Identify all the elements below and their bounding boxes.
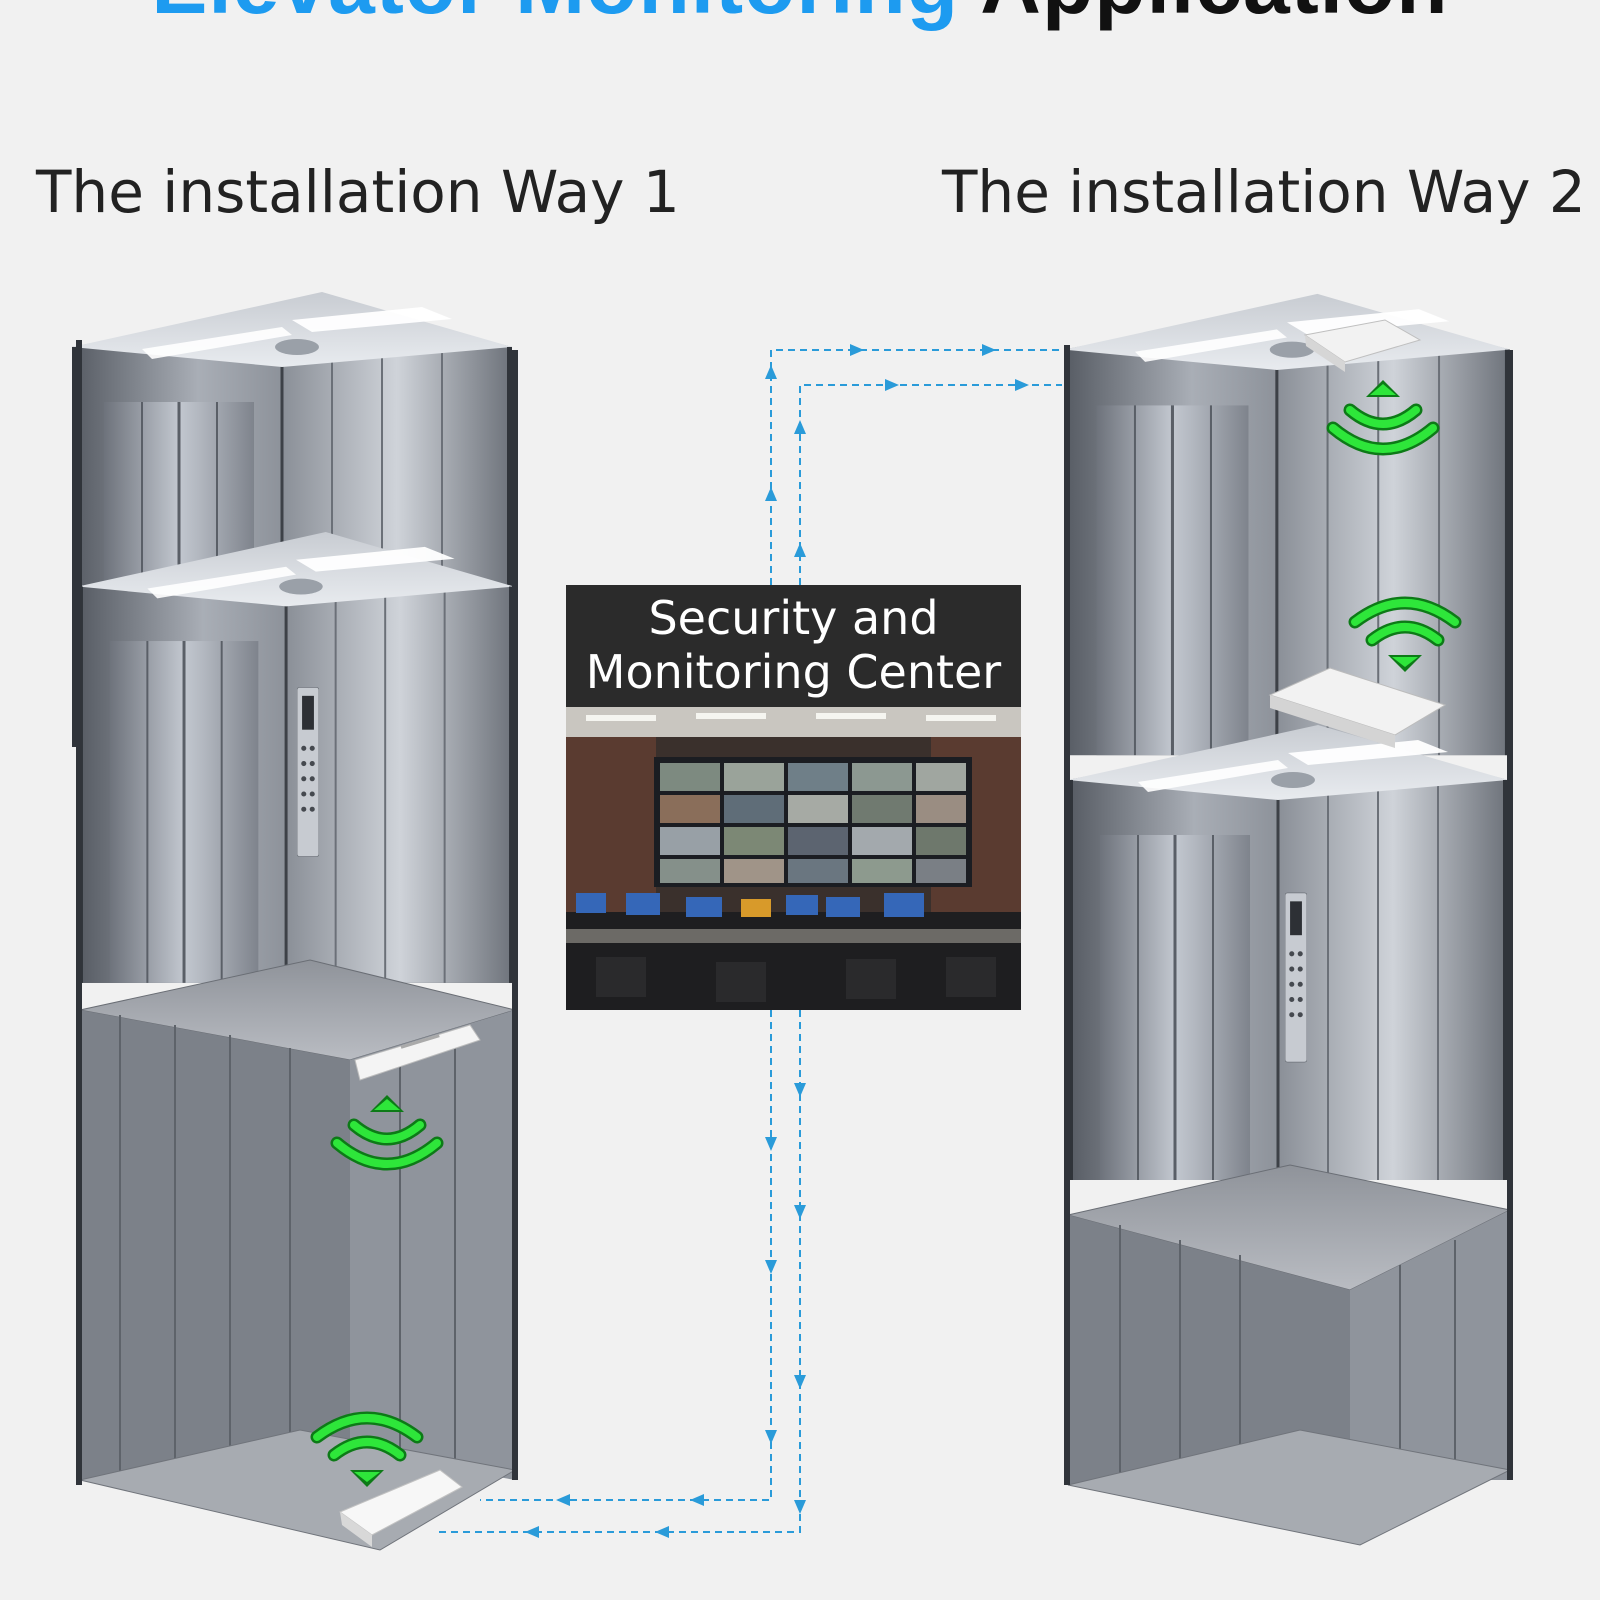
title-highlight: Elevator Monitoring — [151, 0, 959, 31]
flow-arrow-icon — [765, 365, 777, 379]
control-panel-right — [1285, 892, 1307, 1063]
installation-way-2-label: The installation Way 2 — [942, 158, 1586, 226]
monitoring-center-title-line2: Monitoring Center — [585, 645, 1002, 699]
flow-arrow-icon — [765, 1137, 777, 1151]
flow-arrow-icon — [765, 1430, 777, 1444]
link-line-inner-left — [435, 1010, 801, 1533]
flow-arrow-icon — [655, 1526, 669, 1538]
link-line-inner-right — [799, 384, 1062, 585]
monitoring-center-panel: Security and Monitoring Center — [566, 585, 1021, 1010]
monitoring-center-title-line1: Security and — [648, 591, 939, 645]
network-links — [435, 349, 1062, 1533]
flow-arrow-icon — [765, 487, 777, 501]
title-rest: Application — [980, 0, 1448, 31]
flow-arrow-icon — [765, 1260, 777, 1274]
router-device-under-cabin — [354, 1024, 481, 1081]
video-wall — [660, 763, 966, 883]
flow-arrow-icon — [525, 1526, 539, 1538]
flow-arrow-icon — [794, 420, 806, 434]
control-room-image — [566, 707, 1021, 1010]
monitoring-center-title: Security and Monitoring Center — [566, 591, 1021, 699]
flow-arrow-icon — [794, 1205, 806, 1219]
right-elevator-shaft — [1062, 292, 1513, 1546]
router-device-pit — [338, 1469, 463, 1547]
flow-arrow-icon — [690, 1494, 704, 1506]
flow-arrow-icon — [982, 344, 996, 356]
installation-way-1-label: The installation Way 1 — [36, 158, 680, 226]
left-elevator-shaft — [70, 290, 518, 1551]
flow-arrow-icon — [556, 1494, 570, 1506]
router-device-cabin-top — [1268, 667, 1447, 748]
link-line-outer-left — [480, 1010, 772, 1501]
flow-arrow-icon — [794, 1375, 806, 1389]
flow-arrow-icon — [850, 344, 864, 356]
link-line-outer-right — [770, 349, 1062, 585]
lower-cabin-left — [76, 530, 516, 985]
flow-arrow-icon — [794, 543, 806, 557]
flow-arrow-icon — [1015, 379, 1029, 391]
upper-cabin-right — [1062, 292, 1512, 757]
router-device-shaft-top — [1303, 319, 1422, 372]
flow-arrow-icon — [794, 1083, 806, 1097]
control-panel-left — [297, 686, 319, 858]
flow-arrow-icon — [885, 379, 899, 391]
page-title: Elevator Monitoring Application — [0, 0, 1600, 26]
shaft-lower-left — [80, 1010, 350, 1480]
flow-arrow-icon — [794, 1500, 806, 1514]
